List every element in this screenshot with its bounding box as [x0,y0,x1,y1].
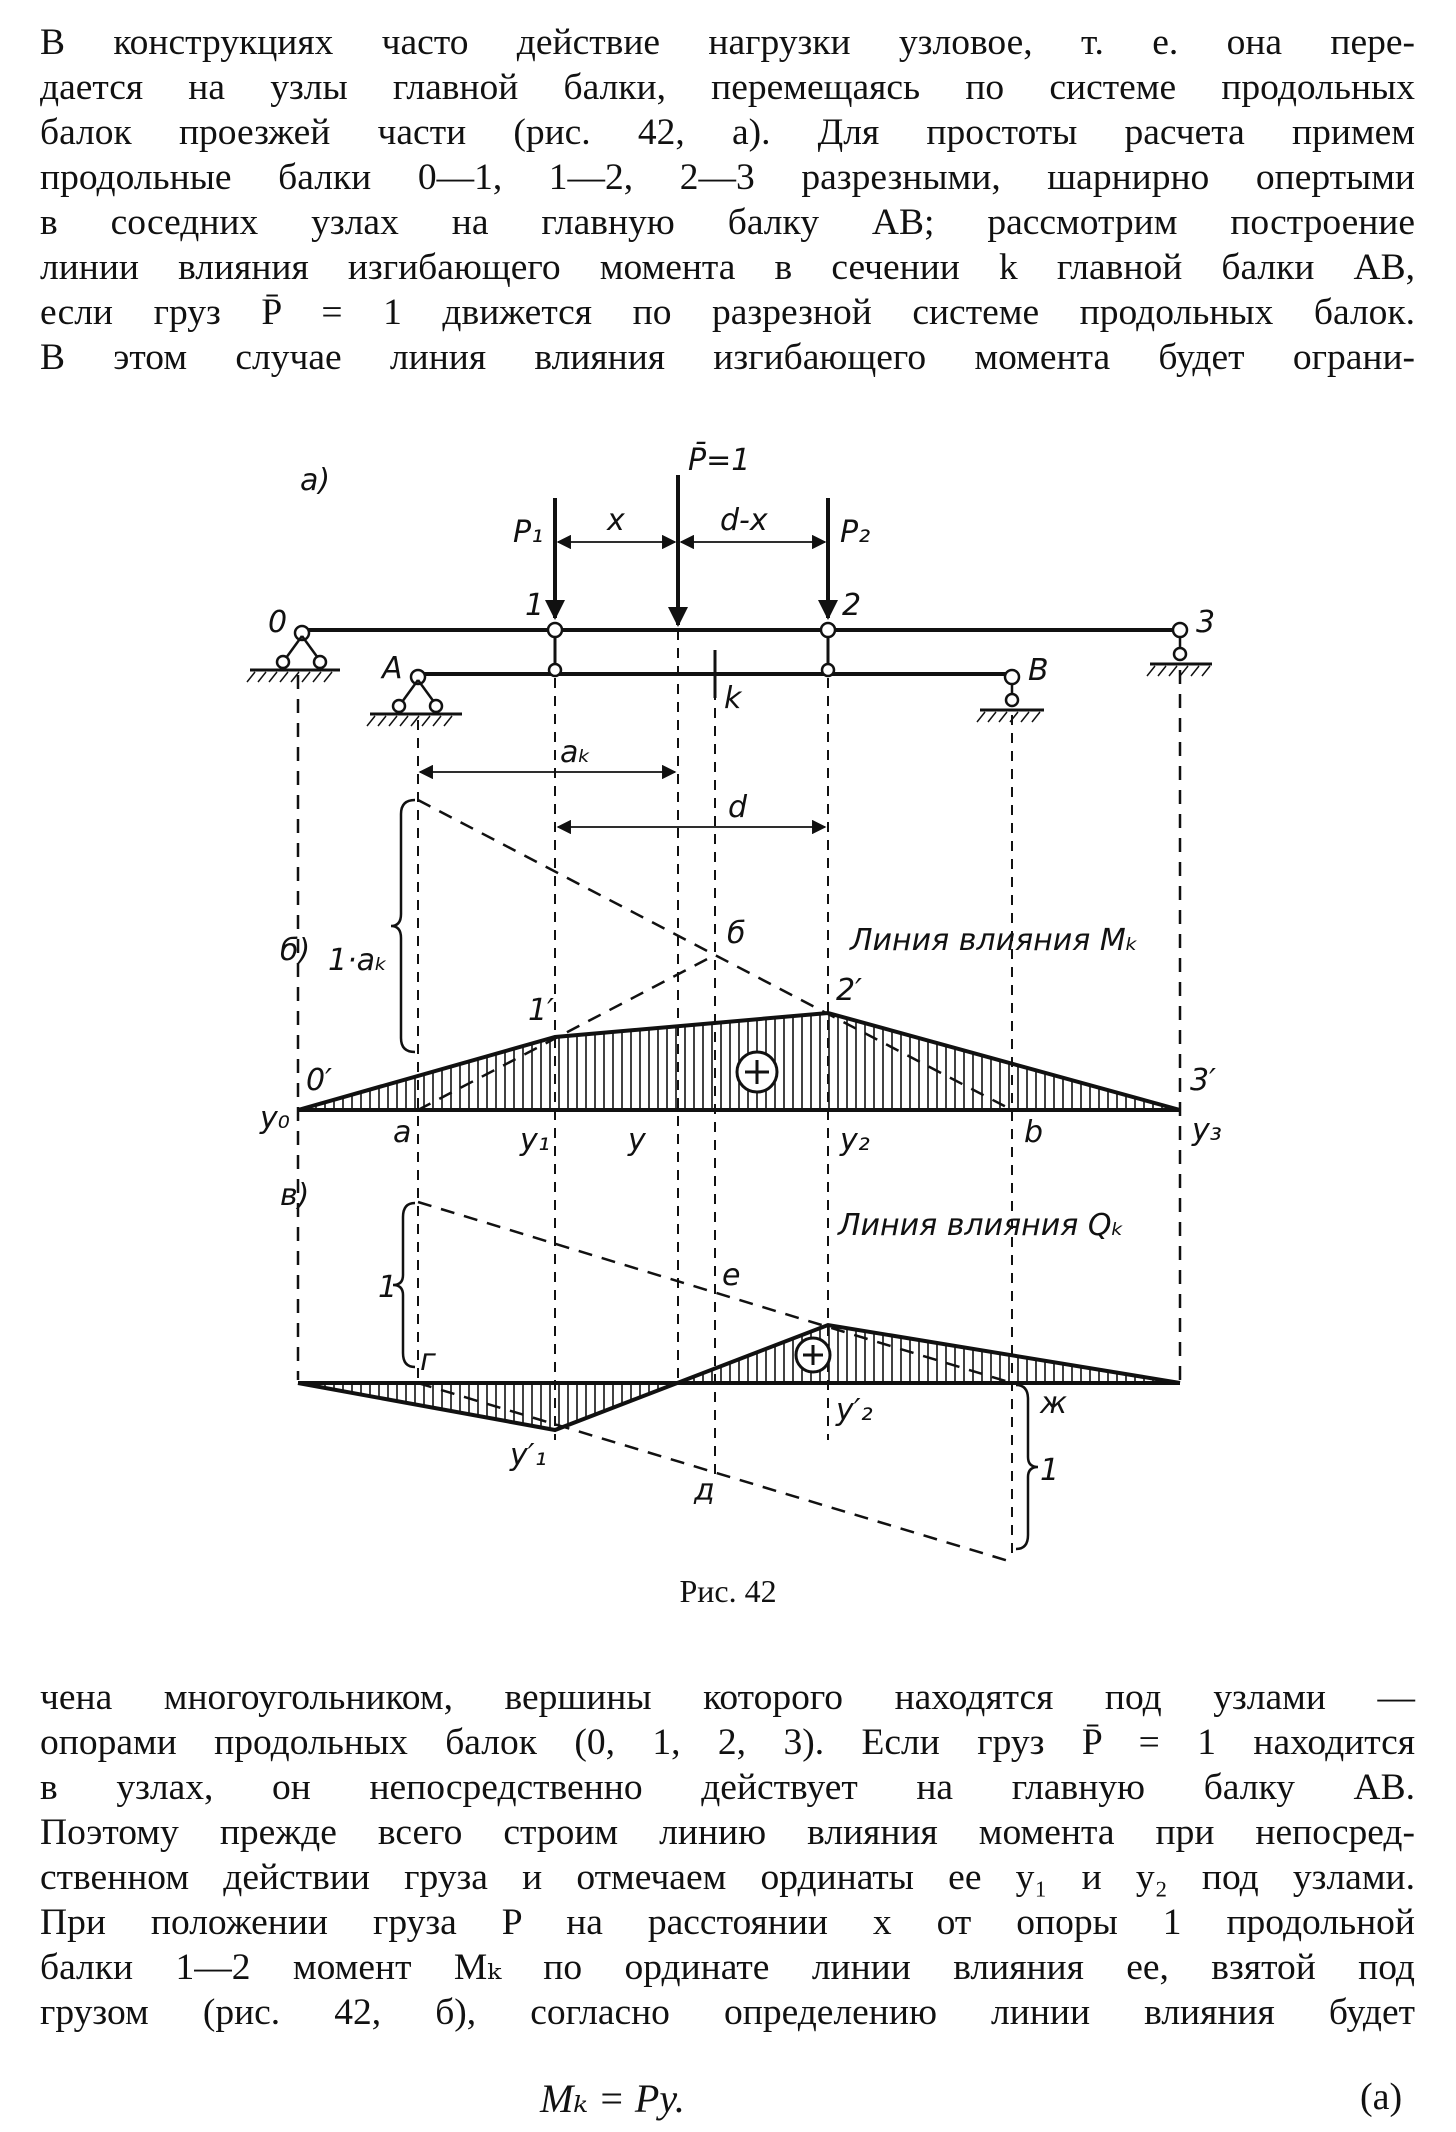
label-2-prime: 2′ [836,973,862,1008]
label-part-a: а) [300,463,330,498]
figure-svg: а) б) в) P̄=1 P₁ P₂ x d-x 0 1 2 3 A B k … [246,442,1222,1564]
paragraph-top: В конструкциях часто действие нагрузки у… [40,20,1415,380]
label-one-right: 1 [1040,1453,1059,1488]
label-x: x [606,503,625,538]
label-y1-prime: y′₁ [509,1438,547,1473]
label-y1: y₁ [519,1123,550,1158]
label-P2: P₂ [840,515,870,550]
label-node-3: 3 [1196,605,1215,640]
label-support-B: B [1028,653,1049,688]
label-point-g: г [420,1343,436,1378]
brace-one-right [1015,1383,1039,1551]
q-construction-line [417,1381,1013,1564]
m-diagram-title: Линия влияния Mₖ [849,923,1139,958]
label-y2-prime: y′₂ [835,1393,873,1428]
label-point-d: д [693,1473,715,1508]
label-point-a: a [393,1115,411,1150]
paragraph-bottom: чена многоугольником, вершины которого н… [40,1675,1415,2035]
label-y3: y₃ [1191,1113,1222,1148]
label-0-prime: 0′ [306,1063,332,1098]
text-line: При положении груза P на расстоянии x от… [40,1902,1415,1943]
text-line: в узлах, он непосредственно действует на… [40,1767,1415,1808]
label-point-zh: ж [1039,1386,1067,1421]
support-A [366,668,462,727]
text-line: дается на узлы главной балки, перемещаяс… [40,67,1415,108]
label-d-minus-x: d-x [720,503,768,538]
brace-1ak [390,798,416,1054]
label-point-b: b [1024,1115,1043,1150]
figure-42: а) б) в) P̄=1 P₁ P₂ x d-x 0 1 2 3 A B k … [0,430,1456,1640]
label-a-k: aₖ [560,735,591,770]
m-construction-line [417,953,716,1112]
label-1-prime: 1′ [528,993,554,1028]
text-line: В конструкциях часто действие нагрузки у… [40,22,1415,63]
q-construction-line [417,1200,1013,1385]
support-0 [246,624,340,683]
text-line: балки 1—2 момент Mₖ по ординате линии вл… [40,1947,1415,1988]
text-line: опорами продольных балок (0, 1, 2, 3). Е… [40,1722,1415,1763]
label-3-prime: 3′ [1190,1063,1216,1098]
label-1-ak: 1·aₖ [328,943,388,978]
text-line: Поэтому прежде всего строим линию влияни… [40,1812,1415,1853]
text-line: ственном действии груза и отмечаем ордин… [40,1857,1415,1898]
text-line: В этом случае линия влияния изгибающего … [40,337,1415,378]
support-3 [1146,621,1212,677]
brace-one-left [392,1201,416,1369]
text-line: грузом (рис. 42, б), согласно определени… [40,1992,1415,2033]
label-part-b: б) [280,933,310,968]
label-y2: y₂ [839,1123,870,1158]
text-line: если груз P̄ = 1 движется по разрезной с… [40,292,1415,333]
label-y: y [627,1123,647,1158]
label-y0: y₀ [259,1101,290,1136]
label-d: d [728,790,748,825]
label-P1: P₁ [513,515,543,550]
formula-number: (a) [1360,2076,1403,2118]
label-section-k: k [724,681,743,716]
label-node-2: 2 [842,588,861,623]
label-b-apex: б [727,916,746,951]
text-line: линии влияния изгибающего момента в сече… [40,247,1415,288]
q-influence-line [297,1322,1181,1433]
label-node-1: 1 [525,588,544,623]
text-line: чена многоугольником, вершины которого н… [40,1677,1415,1718]
m-construction-line [417,798,1013,1112]
m-influence-line [297,1010,1181,1112]
q-diagram-title: Линия влияния Qₖ [837,1208,1124,1243]
label-support-A: A [380,651,403,686]
formula: Mₖ = Py. [540,2076,685,2121]
label-one-left: 1 [378,1270,397,1305]
text-line: балок проезжей части (рис. 42, а). Для п… [40,112,1415,153]
text-line: в соседних узлах на главную балку AB; ра… [40,202,1415,243]
label-P: P̄=1 [688,442,750,478]
label-node-0: 0 [268,605,287,640]
label-part-v: в) [280,1178,309,1213]
support-B [976,668,1044,723]
figure-caption: Рис. 42 [679,1573,777,1609]
label-point-e: е [722,1258,740,1293]
text-line: продольные балки 0—1, 1—2, 2—3 разрезным… [40,157,1415,198]
